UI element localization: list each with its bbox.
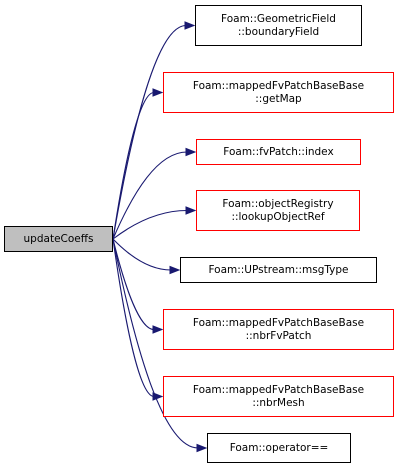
node-target-7-box <box>207 433 351 463</box>
node-target-5[interactable]: Foam::mappedFvPatchBaseBase::nbrFvPatch <box>163 309 394 350</box>
node-target-3-label-line-1: ::lookupObjectRef <box>231 211 324 223</box>
call-nodes: updateCoeffs Foam::GeometricField::bounda… <box>4 5 394 463</box>
node-target-4-label-line-0: Foam::UPstream::msgType <box>208 264 348 276</box>
node-target-1-label-line-0: Foam::mappedFvPatchBaseBase <box>193 80 364 92</box>
node-target-2-label-line-0: Foam::fvPatch::index <box>223 146 333 158</box>
call-edges <box>112 21 208 453</box>
node-target-3[interactable]: Foam::objectRegistry::lookupObjectRef <box>196 190 360 231</box>
call-edge-3-arrowhead <box>185 206 197 215</box>
call-edge-3 <box>112 209 188 240</box>
call-edge-2 <box>112 151 188 240</box>
call-edge-1-arrowhead <box>152 88 164 97</box>
node-target-5-label-line-0: Foam::mappedFvPatchBaseBase <box>193 317 364 329</box>
node-target-1[interactable]: Foam::mappedFvPatchBaseBase::getMap <box>163 72 394 113</box>
node-target-0-box <box>195 5 362 46</box>
call-edge-7-arrowhead <box>196 443 208 453</box>
node-source[interactable]: updateCoeffs <box>4 226 113 252</box>
node-target-6[interactable]: Foam::mappedFvPatchBaseBase::nbrMesh <box>163 376 394 417</box>
call-edge-2-arrowhead <box>185 147 197 157</box>
node-target-4-box <box>180 257 377 283</box>
node-target-2-box <box>196 139 361 165</box>
node-target-6-box <box>163 376 394 417</box>
call-edge-5 <box>112 238 155 331</box>
call-edge-1 <box>112 91 155 240</box>
node-target-5-label-line-1: ::nbrFvPatch <box>246 330 312 342</box>
node-target-0-label-line-0: Foam::GeometricField <box>221 13 336 25</box>
call-edge-0-arrowhead <box>184 21 196 30</box>
node-source-box <box>4 226 113 252</box>
call-edge-0 <box>112 24 187 240</box>
node-target-7[interactable]: Foam::operator== <box>207 433 351 463</box>
node-target-2[interactable]: Foam::fvPatch::index <box>196 139 361 165</box>
node-target-7-label-line-0: Foam::operator== <box>230 442 329 454</box>
node-target-3-box <box>196 190 360 231</box>
node-target-6-label-line-1: ::nbrMesh <box>252 397 304 409</box>
node-target-1-box <box>163 72 394 113</box>
node-target-5-box <box>163 309 394 350</box>
call-edge-7 <box>112 238 199 449</box>
node-target-3-label-line-0: Foam::objectRegistry <box>222 198 333 210</box>
node-target-6-label-line-0: Foam::mappedFvPatchBaseBase <box>193 384 364 396</box>
node-target-4[interactable]: Foam::UPstream::msgType <box>180 257 377 283</box>
call-edge-4-arrowhead <box>169 265 181 275</box>
node-target-1-label-line-1: ::getMap <box>255 93 302 105</box>
call-edge-5-arrowhead <box>152 325 164 334</box>
node-target-0[interactable]: Foam::GeometricField::boundaryField <box>195 5 362 46</box>
call-edge-6 <box>112 238 155 398</box>
node-target-0-label-line-1: ::boundaryField <box>238 26 319 38</box>
node-source-label-line-0: updateCoeffs <box>24 233 94 245</box>
call-edge-4 <box>112 238 172 271</box>
